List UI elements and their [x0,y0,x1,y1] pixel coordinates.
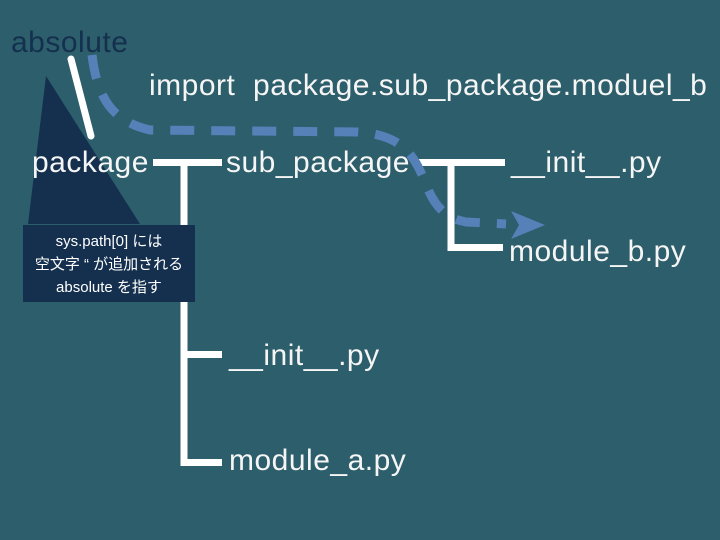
tree-node-module-b: module_b.py [509,235,687,268]
slash-mark [67,55,95,140]
absolute-mode-label: absolute [11,26,129,59]
tree-node-module-a: module_a.py [229,444,407,477]
tree-node-sub-init: __init__.py [511,146,662,179]
callout-line-1: sys.path[0] には [55,233,163,250]
tree-node-sub-package: sub_package [226,146,410,179]
tree-node-package: package [32,146,149,179]
tree-node-pkg-init: __init__.py [229,339,380,372]
import-statement: import package.sub_package.moduel_b [149,69,708,102]
callout-line-3: absolute を指す [56,279,162,296]
sys-path-callout: sys.path[0] には 空文字 “ が追加される absolute を指す [23,225,195,302]
callout-line-2: 空文字 “ が追加される [34,256,184,273]
tree-connectors [153,159,505,466]
